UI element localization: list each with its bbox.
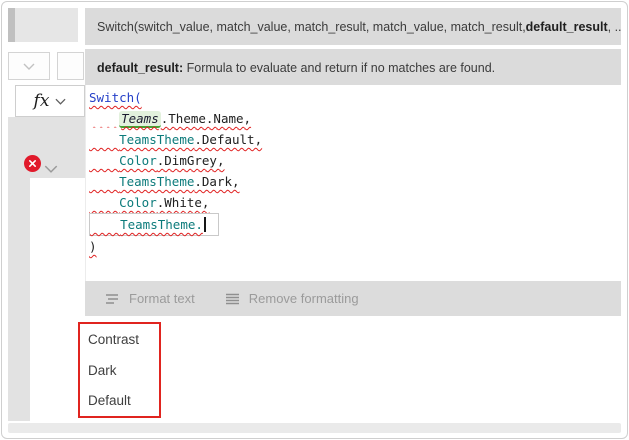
cropped-toolbar-strip	[8, 8, 15, 42]
error-badge[interactable]	[24, 155, 41, 172]
code-token: .DimGrey,	[156, 153, 225, 168]
code-token: TeamsTheme	[119, 174, 195, 189]
code-line: Switch(	[89, 87, 142, 108]
chevron-down-icon	[55, 98, 66, 105]
code-line: )	[89, 236, 97, 257]
horizontal-scrollbar[interactable]	[8, 423, 621, 433]
autocomplete-item[interactable]: Dark	[88, 362, 117, 378]
fx-dropdown[interactable]: fx	[15, 85, 85, 117]
chevron-down-icon	[44, 165, 58, 173]
code-token: TeamsTheme	[119, 132, 195, 147]
format-text-label: Format text	[129, 291, 195, 306]
code-line: Color.White,	[89, 192, 209, 213]
text-cursor	[203, 217, 206, 232]
description-param-bold: default_result:	[97, 60, 184, 75]
code-line: TeamsTheme.Default,	[89, 129, 262, 150]
chevron-down-icon	[23, 63, 35, 70]
code-token: .Theme.Name,	[160, 111, 252, 126]
signature-text-bold: default_result	[525, 19, 608, 34]
format-text-icon	[106, 293, 118, 304]
code-token: Color	[119, 153, 157, 168]
code-line: Color.DimGrey,	[89, 150, 224, 171]
active-token-box: TeamsTheme.	[89, 213, 219, 236]
code-token: .Dark,	[194, 174, 240, 189]
description-rest: Formula to evaluate and return if no mat…	[183, 60, 496, 75]
code-token: Switch(	[89, 90, 142, 105]
autocomplete-item[interactable]: Default	[88, 393, 131, 409]
code-token: .Default,	[194, 132, 263, 147]
remove-formatting-button[interactable]: Remove formatting	[225, 291, 359, 306]
description-text: default_result: Formula to evaluate and …	[97, 61, 495, 75]
format-text-button[interactable]: Format text	[105, 291, 195, 306]
code-line: TeamsTheme.	[89, 213, 219, 236]
autocomplete-item[interactable]: Contrast	[88, 331, 140, 347]
code-token: Teams	[119, 111, 161, 128]
code-line: Teams.Theme.Name,	[89, 108, 251, 129]
signature-text-pre: Switch(switch_value, match_value, match_…	[97, 19, 526, 34]
left-gutter-rail	[8, 117, 30, 421]
signature-text-post: , ...)	[607, 19, 621, 34]
error-x-icon	[28, 159, 37, 168]
cropped-toolbar-block	[15, 8, 78, 42]
function-signature-tooltip: Switch(switch_value, match_value, match_…	[85, 8, 621, 45]
formula-editor[interactable]: Switch( Teams.Theme.Name, TeamsTheme.Def…	[85, 85, 621, 281]
remove-formatting-label: Remove formatting	[248, 291, 359, 306]
property-dropdown-stub[interactable]	[8, 52, 50, 80]
code-line: TeamsTheme.Dark,	[89, 171, 240, 192]
remove-formatting-icon	[225, 293, 239, 304]
formatting-toolbar: Format text Remove formatting	[85, 281, 621, 316]
parameter-description-tooltip: default_result: Formula to evaluate and …	[85, 49, 621, 86]
code-token: )	[89, 239, 97, 254]
toolbar-button-stub[interactable]	[57, 52, 84, 80]
error-expand-chevron[interactable]	[44, 160, 58, 178]
fx-icon: fx	[33, 91, 50, 111]
code-token: Color	[119, 195, 157, 210]
code-token: .White,	[156, 195, 210, 210]
code-token: TeamsTheme.	[120, 217, 203, 232]
